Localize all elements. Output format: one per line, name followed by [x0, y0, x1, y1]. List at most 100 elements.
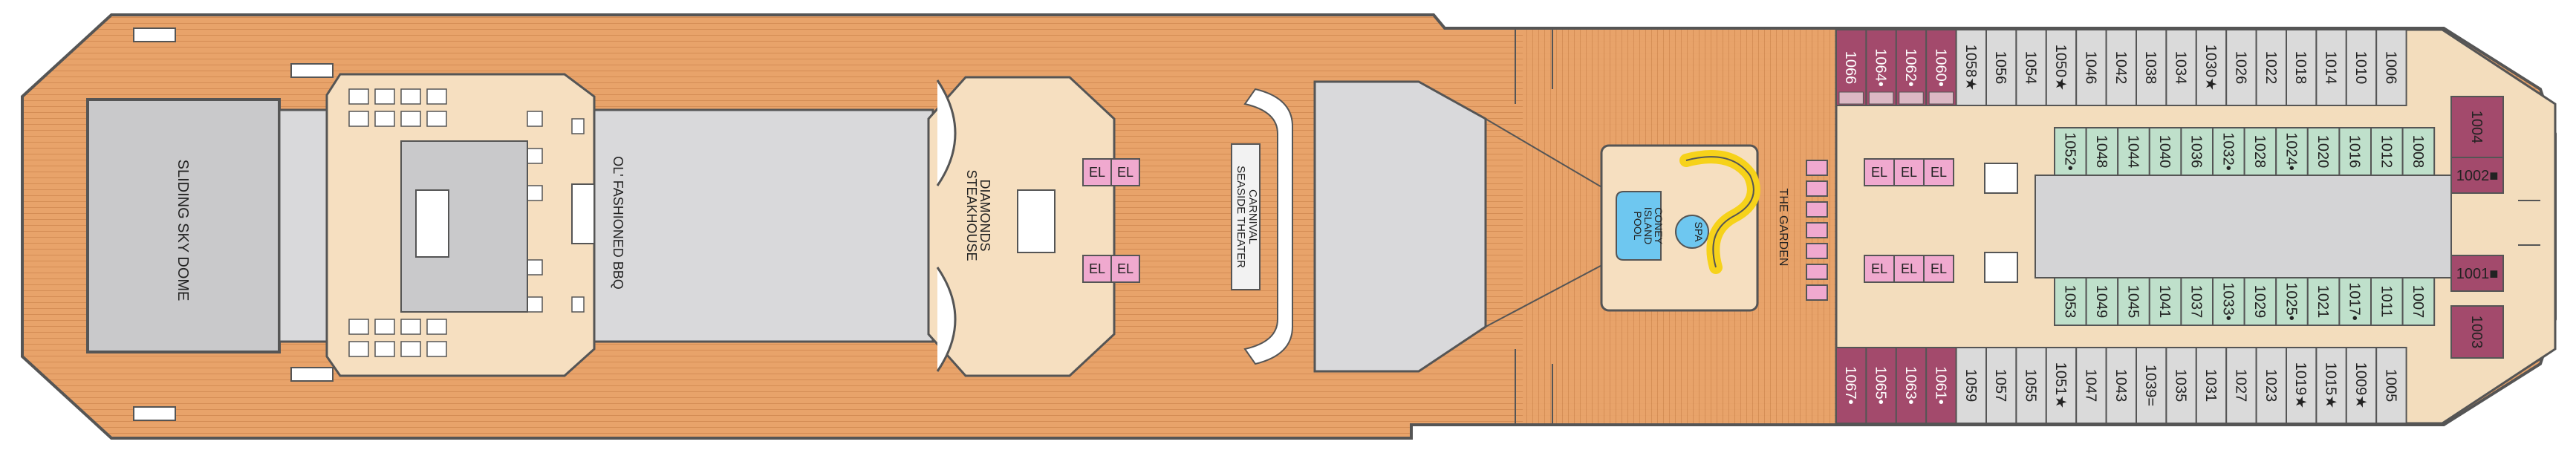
- svg-text:EL: EL: [1089, 261, 1105, 276]
- cabin-number: 1056: [1992, 51, 2009, 85]
- cabin-number: 1024•: [2283, 132, 2300, 171]
- suite-balcony: [1868, 91, 1894, 105]
- cabin-1014: 1014: [2315, 29, 2347, 106]
- cabin-1065: 1065•: [1865, 347, 1897, 424]
- sliding-sky-dome-label: SLIDING SKY DOME: [175, 160, 191, 302]
- cabin-number: 1055: [2023, 369, 2039, 403]
- svg-text:EL: EL: [1901, 165, 1917, 180]
- svg-text:EL: EL: [1931, 261, 1947, 276]
- cabin-1038: 1038: [2136, 29, 2167, 106]
- steakhouse-elevators: [1082, 158, 1140, 283]
- cabin-number: 1051★: [2052, 362, 2069, 408]
- cabin-number: 1064•: [1873, 48, 1889, 87]
- bbq-label: OL' FASHIONED BBQ: [611, 156, 625, 289]
- cabin-1037: 1037: [2180, 277, 2214, 326]
- cabin-number: 1029: [2251, 285, 2268, 319]
- cabin-number: 1001■: [2456, 266, 2499, 282]
- steakhouse-stairs: [1017, 189, 1056, 253]
- cabin-number: 1060•: [1932, 48, 1948, 87]
- theater-label-2: SEASIDE THEATER: [1235, 166, 1247, 268]
- cabin-number: 1012: [2378, 135, 2394, 169]
- cabin-1034: 1034: [2165, 29, 2197, 106]
- cabin-number: 1034: [2173, 51, 2189, 85]
- cabin-number: 1067•: [1842, 366, 1858, 405]
- cabin-number: 1019★: [2292, 362, 2309, 408]
- cabin-number: 1021: [2315, 285, 2331, 319]
- cabin-1001: 1001■: [2450, 255, 2504, 292]
- cabin-1032: 1032•: [2212, 127, 2245, 176]
- cabin-number: 1017•: [2346, 282, 2363, 321]
- cabin-1057: 1057: [1985, 347, 2017, 424]
- cabin-number: 1002■: [2456, 168, 2499, 184]
- cabin-number: 1022: [2263, 51, 2279, 85]
- cabin-1049: 1049: [2085, 277, 2119, 326]
- cabin-1042: 1042: [2105, 29, 2138, 106]
- steakhouse-label-2: STEAKHOUSE: [964, 169, 979, 261]
- cabin-number: 1031: [2202, 369, 2219, 403]
- cabin-number: 1030★: [2202, 45, 2219, 91]
- cabin-number: 1014: [2323, 51, 2339, 85]
- theater-label-1: CARNIVAL: [1246, 189, 1259, 244]
- spa-tub: [1675, 215, 1709, 249]
- cabin-number: 1011: [2378, 285, 2394, 317]
- coney-island-pool: [1616, 191, 1662, 261]
- cabin-1036: 1036: [2180, 127, 2214, 176]
- suite-balcony: [1838, 91, 1864, 105]
- cabin-1022: 1022: [2255, 29, 2288, 106]
- cabin-number: 1066: [1842, 51, 1858, 85]
- cabin-number: 1003: [2468, 316, 2485, 349]
- forward-corridor: [2035, 175, 2452, 278]
- cabin-1045: 1045: [2117, 277, 2150, 326]
- garden-cabanas: [1806, 160, 1828, 301]
- svg-text:EL: EL: [1901, 261, 1917, 276]
- cabin-number: 1058★: [1962, 45, 1979, 91]
- cabin-1017: 1017•: [2338, 277, 2372, 326]
- cabin-1054: 1054: [2015, 29, 2047, 106]
- cabin-number: 1020: [2315, 135, 2331, 169]
- cabin-number: 1063•: [1902, 366, 1919, 405]
- cabin-1016: 1016: [2338, 127, 2372, 176]
- cabin-1010: 1010: [2345, 29, 2378, 106]
- cabin-1006: 1006: [2375, 29, 2407, 106]
- cabin-1007: 1007: [2401, 277, 2436, 326]
- cabin-number: 1046: [2082, 51, 2098, 85]
- cabin-number: 1033•: [2219, 282, 2236, 321]
- cabin-1047: 1047: [2075, 347, 2107, 424]
- cabin-number: 1018: [2292, 51, 2309, 85]
- cabin-1059: 1059: [1955, 347, 1988, 424]
- svg-text:EL: EL: [1089, 165, 1105, 180]
- forward-elevators: [1864, 158, 1954, 283]
- cabin-number: 1053: [2061, 285, 2078, 319]
- cabin-1008: 1008: [2401, 127, 2436, 176]
- cabin-number: 1023: [2263, 369, 2279, 403]
- cabin-1028: 1028: [2243, 127, 2277, 176]
- bbq-grill: [571, 183, 595, 244]
- cabin-1012: 1012: [2370, 127, 2404, 176]
- cabin-1055: 1055: [2015, 347, 2047, 424]
- cabin-number: 1065•: [1873, 366, 1889, 405]
- theater-screen-surround: [1243, 88, 1293, 365]
- cabin-number: 1028: [2251, 135, 2268, 169]
- svg-text:EL: EL: [1871, 261, 1887, 276]
- svg-text:EL: EL: [1117, 165, 1133, 180]
- steakhouse-label-1: DIAMONDS: [978, 179, 992, 251]
- cabin-1046: 1046: [2075, 29, 2107, 106]
- sliding-sky-dome: [86, 98, 281, 353]
- svg-text:EL: EL: [1871, 165, 1887, 180]
- cabin-number: 1052•: [2061, 132, 2078, 171]
- cabin-number: 1045: [2125, 285, 2141, 319]
- cabin-number: 1039=: [2142, 365, 2159, 406]
- svg-text:EL: EL: [1117, 261, 1133, 276]
- cabin-number: 1036: [2188, 135, 2205, 169]
- cabin-1027: 1027: [2225, 347, 2257, 424]
- cabin-1009: 1009★: [2345, 347, 2378, 424]
- cabin-1021: 1021: [2306, 277, 2341, 326]
- cabin-number: 1057: [1992, 369, 2009, 403]
- cabin-1020: 1020: [2306, 127, 2341, 176]
- cabin-number: 1035: [2173, 369, 2189, 403]
- cabin-number: 1044: [2125, 135, 2141, 169]
- cabin-1029: 1029: [2243, 277, 2277, 326]
